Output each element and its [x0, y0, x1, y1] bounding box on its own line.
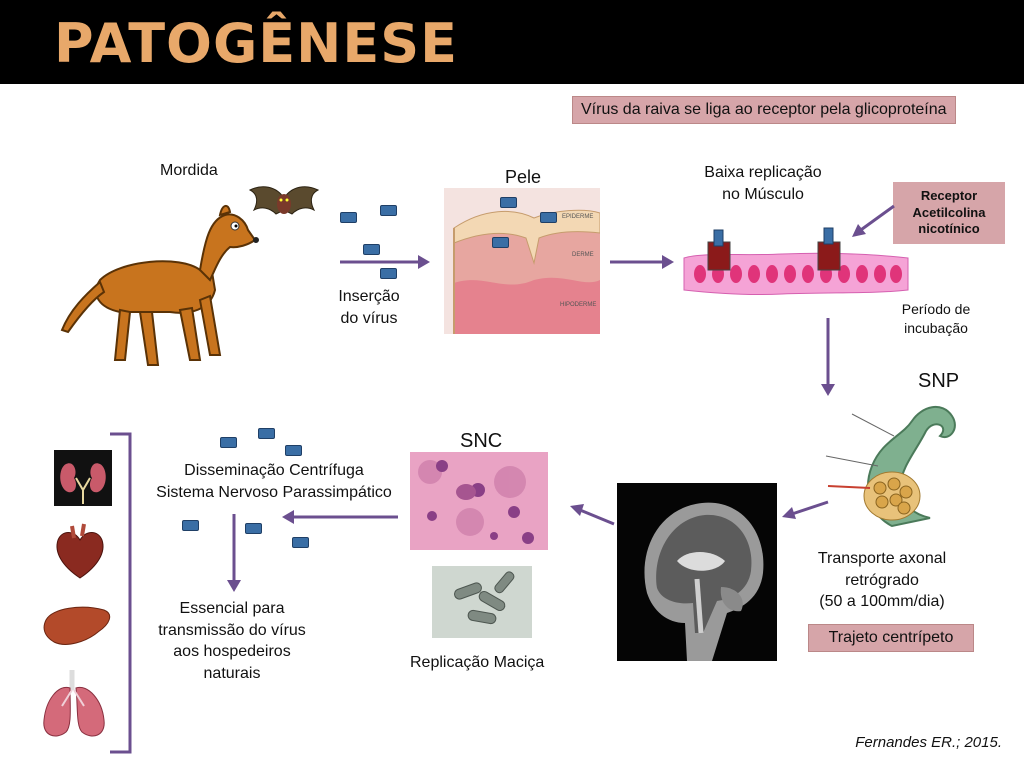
receptor-pointer-arrow	[852, 204, 895, 237]
arrow-to-brain	[782, 500, 829, 519]
receptor-box: Receptor Acetilcolina nicotínico	[893, 182, 1005, 244]
mordida-label: Mordida	[160, 162, 218, 179]
arrow-to-snc	[570, 504, 615, 526]
lungs-icon	[43, 670, 105, 737]
brain-mri-image	[617, 483, 777, 661]
periodo-incubacao-label: Período de incubação	[901, 301, 971, 336]
title-bar	[0, 0, 1024, 84]
snc-label: SNC	[460, 430, 503, 452]
insercao-label: Inserção do vírus	[338, 288, 400, 327]
glycoprotein-note: Vírus da raiva se liga ao receptor pela …	[572, 96, 956, 124]
arrow-to-skin	[340, 255, 430, 269]
arrow-to-dissemination	[282, 510, 398, 524]
trajeto-centripeto-box: Trajeto centrípeto	[808, 624, 974, 652]
derme-text: DERME	[572, 252, 594, 258]
dog-illustration	[60, 204, 259, 366]
virus-particle	[492, 237, 509, 248]
essencial-label: Essencial para transmissão do vírus aos …	[158, 600, 306, 682]
virus-particle	[540, 212, 557, 223]
virion-micrograph	[432, 566, 532, 638]
virus-particle	[380, 268, 397, 279]
virus-particle	[340, 212, 357, 223]
virus-particle	[292, 537, 309, 548]
organs-bracket	[110, 432, 132, 754]
virus-particle	[285, 445, 302, 456]
arrow-to-snp	[821, 318, 835, 396]
kidneys-icon	[54, 450, 112, 506]
virus-particle	[245, 523, 262, 534]
epiderme-text: EPIDERME	[562, 214, 593, 220]
snp-label: SNP	[918, 370, 960, 392]
transporte-axonal-label: Transporte axonal retrógrado (50 a 100mm…	[817, 550, 947, 611]
bat-icon	[248, 186, 320, 215]
virus-particle	[363, 244, 380, 255]
histology-image	[410, 452, 548, 550]
skin-illustration: EPIDERME DERME HIPODERME	[444, 188, 600, 334]
citation: Fernandes ER.; 2015.	[855, 734, 1002, 751]
virus-particle	[258, 428, 275, 439]
virus-particle	[182, 520, 199, 531]
muscle-fiber-illustration	[683, 227, 909, 296]
replicacao-label: Replicação Maciça	[410, 654, 545, 671]
virus-particle	[220, 437, 237, 448]
page-title: PATOGÊNESE	[54, 12, 459, 75]
pele-label: Pele	[505, 167, 542, 187]
arrow-to-essential	[227, 514, 241, 592]
liver-icon	[43, 606, 111, 645]
arrow-to-muscle	[610, 255, 674, 269]
hipoderme-text: HIPODERME	[560, 302, 596, 308]
nerve-illustration	[825, 406, 956, 528]
virus-particle	[380, 205, 397, 216]
baixa-replicacao-label: Baixa replicação no Músculo	[704, 164, 822, 203]
virus-particle	[500, 197, 517, 208]
heart-icon	[56, 523, 104, 579]
disseminacao-label: Disseminação Centrífuga Sistema Nervoso …	[156, 462, 392, 501]
